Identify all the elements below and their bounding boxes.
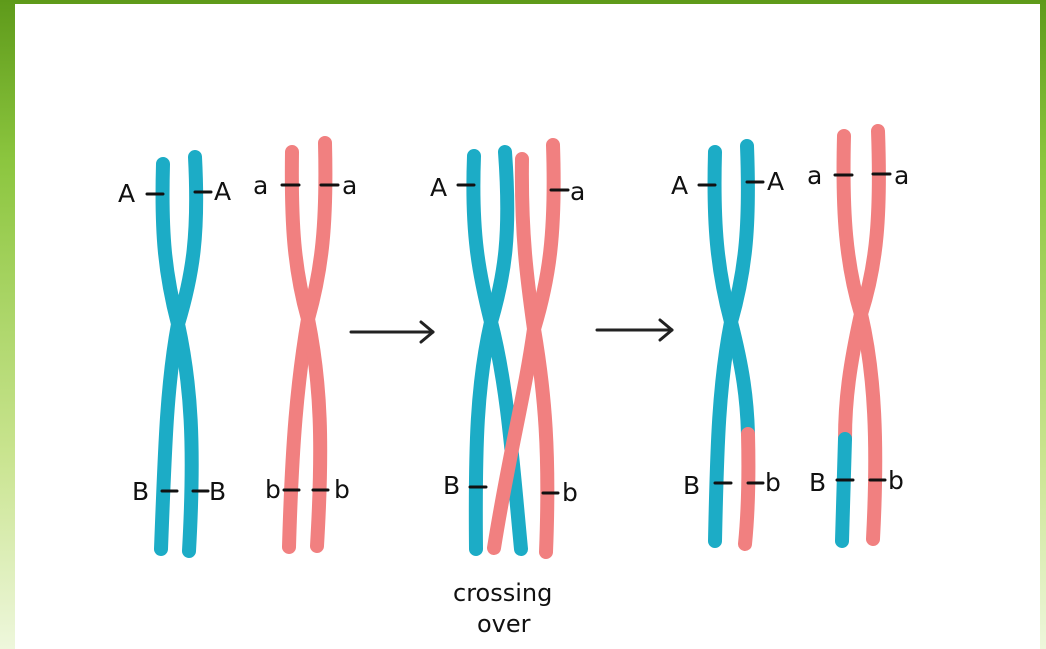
stage3-label-a-right: a [894,161,909,190]
caption-line-1: crossing [453,579,552,607]
stage3-label-a-left: a [807,161,822,190]
stage2-label-A: A [430,173,447,202]
stage3-pink-chromosome: a a B b [807,131,909,541]
stage3-label-B: B [683,471,700,500]
stage1-label-B-left: B [132,477,149,506]
stage1-pink-chromatid-right [308,143,325,546]
stage3-label-b: b [765,468,781,497]
stage3-label-B2: B [809,468,826,497]
stage1-pink-chromatid-left [289,152,308,547]
stage1-label-B-right: B [209,477,226,506]
stage3-label-A-left: A [671,171,688,200]
stage1-label-A-left: A [118,179,135,208]
stage1-label-a-left: a [253,171,268,200]
stage1-label-a-right: a [342,171,357,200]
stage1-label-A-right: A [214,177,231,206]
stage3-pink-chromatid-left-upper [844,136,861,439]
stage3-label-A-right: A [767,167,784,196]
arrow-1 [351,322,433,342]
stage1-label-b-right: b [334,475,350,504]
stage2-label-b: b [562,478,578,507]
arrow-2 [597,320,672,340]
caption-line-2: over [477,610,531,638]
stage3-blue-segment [842,439,845,541]
stage1-label-b-left: b [265,475,281,504]
stage3-pink-segment [745,434,748,544]
stage3-blue-chromatid-right-upper [731,146,748,434]
stage1-pink-chromosome: a a b b [253,143,357,547]
stage3-label-b2: b [888,466,904,495]
stage2-label-a: a [570,177,585,206]
stage2-pink-chromatid-right [534,145,554,552]
diagram-panel: A A B B a a b b [15,4,1040,649]
stage2-blue-chromatid-left [473,156,491,549]
crossing-over-diagram: A A B B a a b b [15,4,1040,649]
stage2-label-B: B [443,471,460,500]
stage3-pink-chromatid-right [861,131,879,539]
stage1-blue-chromosome: A A B B [118,157,231,551]
stage2-crossing-over: A a B b crossing over [430,145,585,638]
stage3-blue-chromosome: A A B b [671,146,784,544]
